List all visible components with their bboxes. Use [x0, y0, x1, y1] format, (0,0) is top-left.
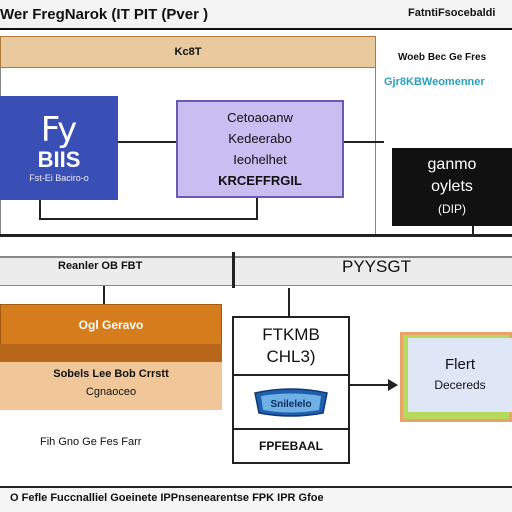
blue-box-line-1: Fy	[40, 110, 78, 150]
connector-blue-down	[39, 200, 41, 220]
footer-bar	[0, 486, 512, 512]
connector-purple-down	[256, 198, 258, 220]
blue-box-line-2: BIIS	[37, 147, 81, 172]
badge-logo-text: Snilelelo	[270, 399, 311, 410]
black-box: ganmo oylets (DIP)	[392, 148, 512, 226]
middle-band-right-label: PYYSGT	[342, 257, 411, 276]
section-divider	[0, 234, 512, 237]
orange-box-title: Ogl Geravo	[78, 318, 144, 332]
footer-text: O Fefle Fuccnalliel Goeinete IPPnseneare…	[10, 492, 324, 504]
connector-purple-right	[344, 141, 384, 143]
stack-divider-2	[232, 428, 350, 430]
connector-band-stack	[288, 288, 290, 316]
purple-box-line-1: Cetoaoanw	[227, 110, 293, 125]
note-line-1: Woeb Bec Ge Fres	[398, 52, 487, 63]
orange-box-stripe	[0, 344, 222, 362]
green-box-line-1: Flert	[445, 356, 475, 373]
stack-top-line-2: CHL3)	[266, 347, 316, 366]
orange-box-line-1: Sobels Lee Bob Crrstt	[53, 368, 169, 380]
top-band: Kc8T	[0, 36, 376, 68]
header-right-text: FatntiFsocebaldi	[408, 7, 496, 19]
connector-bottom-bus	[39, 218, 258, 220]
black-box-line-3: (DIP)	[438, 202, 466, 216]
black-box-line-2: oylets	[431, 178, 473, 195]
purple-box-line-4: KRCEFFRGIL	[218, 173, 302, 188]
diagram-title: Wer FregNarok (IT PIT (Pver )	[0, 6, 209, 23]
note-line-2: Gjr8KBWeomenner	[384, 76, 485, 88]
bottom-caption: Fih Gno Ge Fes Farr	[40, 436, 142, 448]
stack-logo-cell: Snilelelo	[234, 376, 348, 428]
stack-divider-1	[232, 374, 350, 376]
badge-logo-icon: Snilelelo	[254, 388, 328, 417]
orange-box-line-2: Cgnaoceo	[85, 386, 137, 398]
arrowhead-icon	[388, 379, 398, 391]
top-band-label: Kc8T	[174, 46, 202, 58]
green-box-line-2: Decereds	[434, 378, 486, 392]
stack-top-cell: FTKMB CHL3)	[234, 318, 348, 374]
blue-box: Fy BIIS Fst-Ei Baciro-o	[0, 96, 118, 200]
header-bar	[0, 0, 512, 30]
middle-band-separator	[232, 252, 235, 288]
stack-top-line-1: FTKMB	[262, 325, 320, 344]
blue-box-line-3: Fst-Ei Baciro-o	[29, 173, 89, 183]
connector-black-down	[472, 226, 474, 236]
stack-bottom-label: FPFEBAAL	[259, 439, 323, 453]
connector-blue-purple	[118, 141, 176, 143]
purple-box-line-2: Kedeerabo	[228, 131, 292, 146]
purple-box: Cetoaoanw Kedeerabo Ieohelhet KRCEFFRGIL	[176, 100, 344, 198]
connector-stack-green	[350, 384, 390, 386]
middle-band-left-label: Reanler OB FBT	[58, 260, 143, 272]
orange-box-lower	[0, 362, 222, 410]
middle-band	[0, 256, 512, 286]
connector-band-orange	[103, 286, 105, 304]
black-box-line-1: ganmo	[427, 156, 477, 173]
purple-box-line-3: Ieohelhet	[233, 152, 287, 167]
green-box-inner: Flert Decereds	[408, 338, 512, 412]
